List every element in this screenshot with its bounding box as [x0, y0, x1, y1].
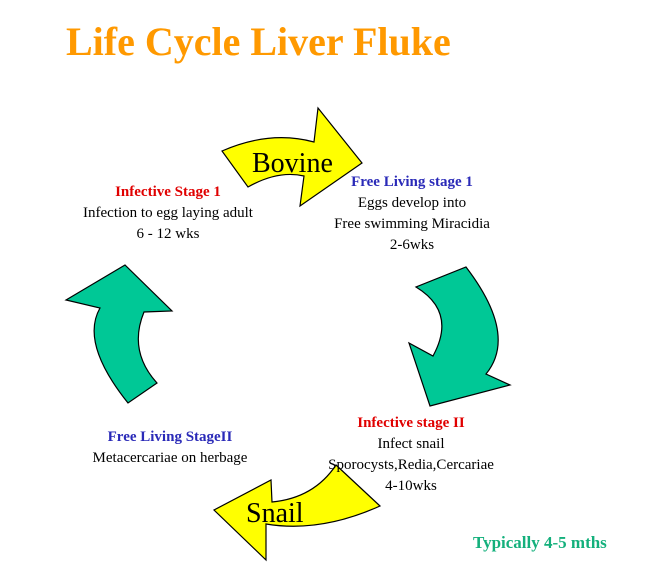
infective-stage-2-line: Infect snail [377, 436, 445, 452]
free-living-stage-1-duration: 2-6wks [389, 237, 435, 253]
diagram-title: Life Cycle Liver Fluke [66, 19, 451, 64]
infective-stage-2-line: Sporocysts,Redia,Cercariae [328, 457, 494, 473]
infective-stage-2-duration: 4-10wks [385, 478, 437, 494]
free-living-stage-1-heading: Free Living stage 1 [351, 174, 473, 190]
infective-stage-1: Infective Stage 1 Infection to egg layin… [62, 182, 274, 245]
cycle-arrow-left [64, 264, 174, 404]
cycle-arrow-right [407, 266, 512, 407]
bovine-arrow [221, 106, 363, 208]
snail-label: Snail [246, 498, 304, 529]
free-living-stage-2: Free Living StageII Metacercariae on her… [64, 427, 276, 469]
infective-stage-2-heading: Infective stage II [357, 415, 465, 431]
infective-stage-1-duration: 6 - 12 wks [136, 226, 200, 242]
free-living-stage-2-line: Metacercariae on herbage [92, 450, 248, 466]
free-living-stage-1-line: Free swimming Miracidia [334, 216, 490, 232]
free-living-stage-2-heading: Free Living StageII [107, 429, 233, 445]
free-living-stage-1-line: Eggs develop into [357, 195, 467, 211]
infective-stage-1-heading: Infective Stage 1 [115, 184, 221, 200]
bovine-label: Bovine [252, 148, 333, 179]
cycle-duration-note: Typically 4-5 mths [473, 533, 607, 552]
snail-arrow [212, 464, 382, 562]
infective-stage-1-line: Infection to egg laying adult [83, 205, 253, 221]
infective-stage-2: Infective stage II Infect snail Sporocys… [305, 413, 517, 497]
free-living-stage-1: Free Living stage 1 Eggs develop into Fr… [306, 172, 518, 256]
